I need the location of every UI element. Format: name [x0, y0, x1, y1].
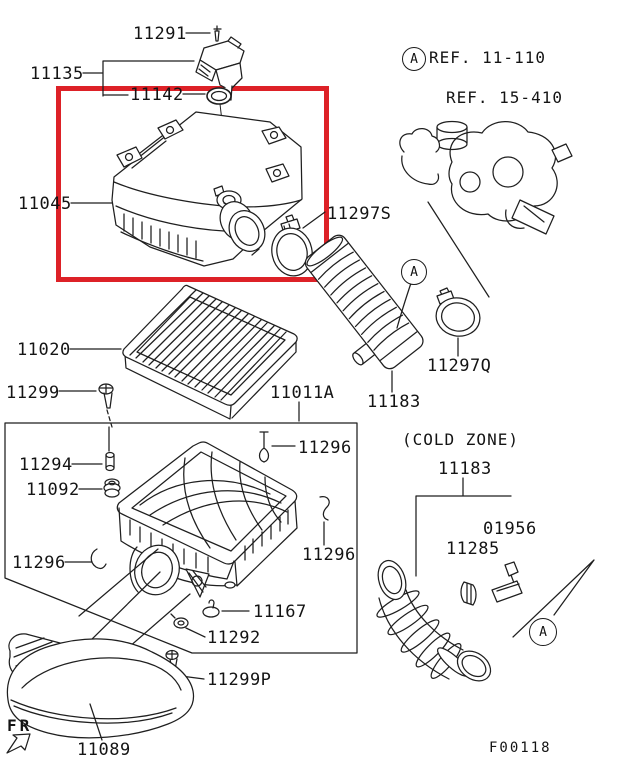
air-cleaner-body-art	[116, 441, 298, 598]
part-label-11297Q[interactable]: 11297Q	[427, 356, 492, 376]
part-label-11142[interactable]: 11142	[130, 85, 184, 105]
part-label-11183-2[interactable]: 11183	[438, 459, 492, 479]
front-direction-arrow	[6, 733, 31, 754]
ref-label-15-410: REF. 15-410	[446, 88, 563, 107]
small-fasteners-art	[64, 426, 330, 680]
part-label-11294[interactable]: 11294	[19, 455, 73, 475]
cold-zone-note: (COLD ZONE)	[402, 430, 519, 449]
hose-clamp-q-art	[435, 287, 481, 337]
intake-duct-art	[6, 633, 195, 741]
air-cleaner-cover-art	[111, 111, 303, 267]
highlight-selected-part-box	[56, 86, 329, 282]
part-label-11299[interactable]: 11299	[6, 383, 60, 403]
hose-clamp-s-art	[271, 214, 313, 277]
part-label-11291[interactable]: 11291	[133, 24, 187, 44]
part-label-11296-1[interactable]: 11296	[298, 438, 352, 458]
part-label-11167[interactable]: 11167	[253, 602, 307, 622]
part-label-11285[interactable]: 11285	[446, 539, 500, 559]
air-filter-element-art	[69, 284, 298, 420]
part-label-11011A[interactable]: 11011A	[270, 383, 335, 403]
intake-hose-upper-art	[304, 234, 424, 370]
part-label-11092[interactable]: 11092	[26, 480, 80, 500]
part-label-11296-3[interactable]: 11296	[12, 553, 66, 573]
part-label-01956[interactable]: 01956	[483, 519, 537, 539]
screw-11299-art	[58, 383, 114, 428]
detail-marker-a-top: A	[402, 47, 426, 71]
cold-zone-art	[376, 477, 595, 682]
part-label-11292[interactable]: 11292	[207, 628, 261, 648]
part-label-11135[interactable]: 11135	[30, 64, 84, 84]
subassembly-box	[4, 422, 358, 654]
part-label-11297S[interactable]: 11297S	[327, 204, 392, 224]
part-label-11299P[interactable]: 11299P	[207, 670, 272, 690]
o-ring-art	[206, 87, 232, 105]
bolt-11291-art	[213, 25, 222, 42]
part-label-11089[interactable]: 11089	[77, 740, 131, 760]
part-label-11045[interactable]: 11045	[18, 194, 72, 214]
detail-marker-a-bottom: A	[529, 618, 557, 646]
part-label-11183-1[interactable]: 11183	[367, 392, 421, 412]
part-label-11020[interactable]: 11020	[17, 340, 71, 360]
ref-label-11-110: REF. 11-110	[429, 48, 546, 67]
part-label-11296-2[interactable]: 11296	[302, 545, 356, 565]
figure-code: F00118	[489, 740, 552, 756]
turbocharger-ref-art	[399, 120, 573, 298]
front-direction-label: FR	[7, 716, 33, 735]
detail-marker-a-middle: A	[401, 259, 427, 285]
